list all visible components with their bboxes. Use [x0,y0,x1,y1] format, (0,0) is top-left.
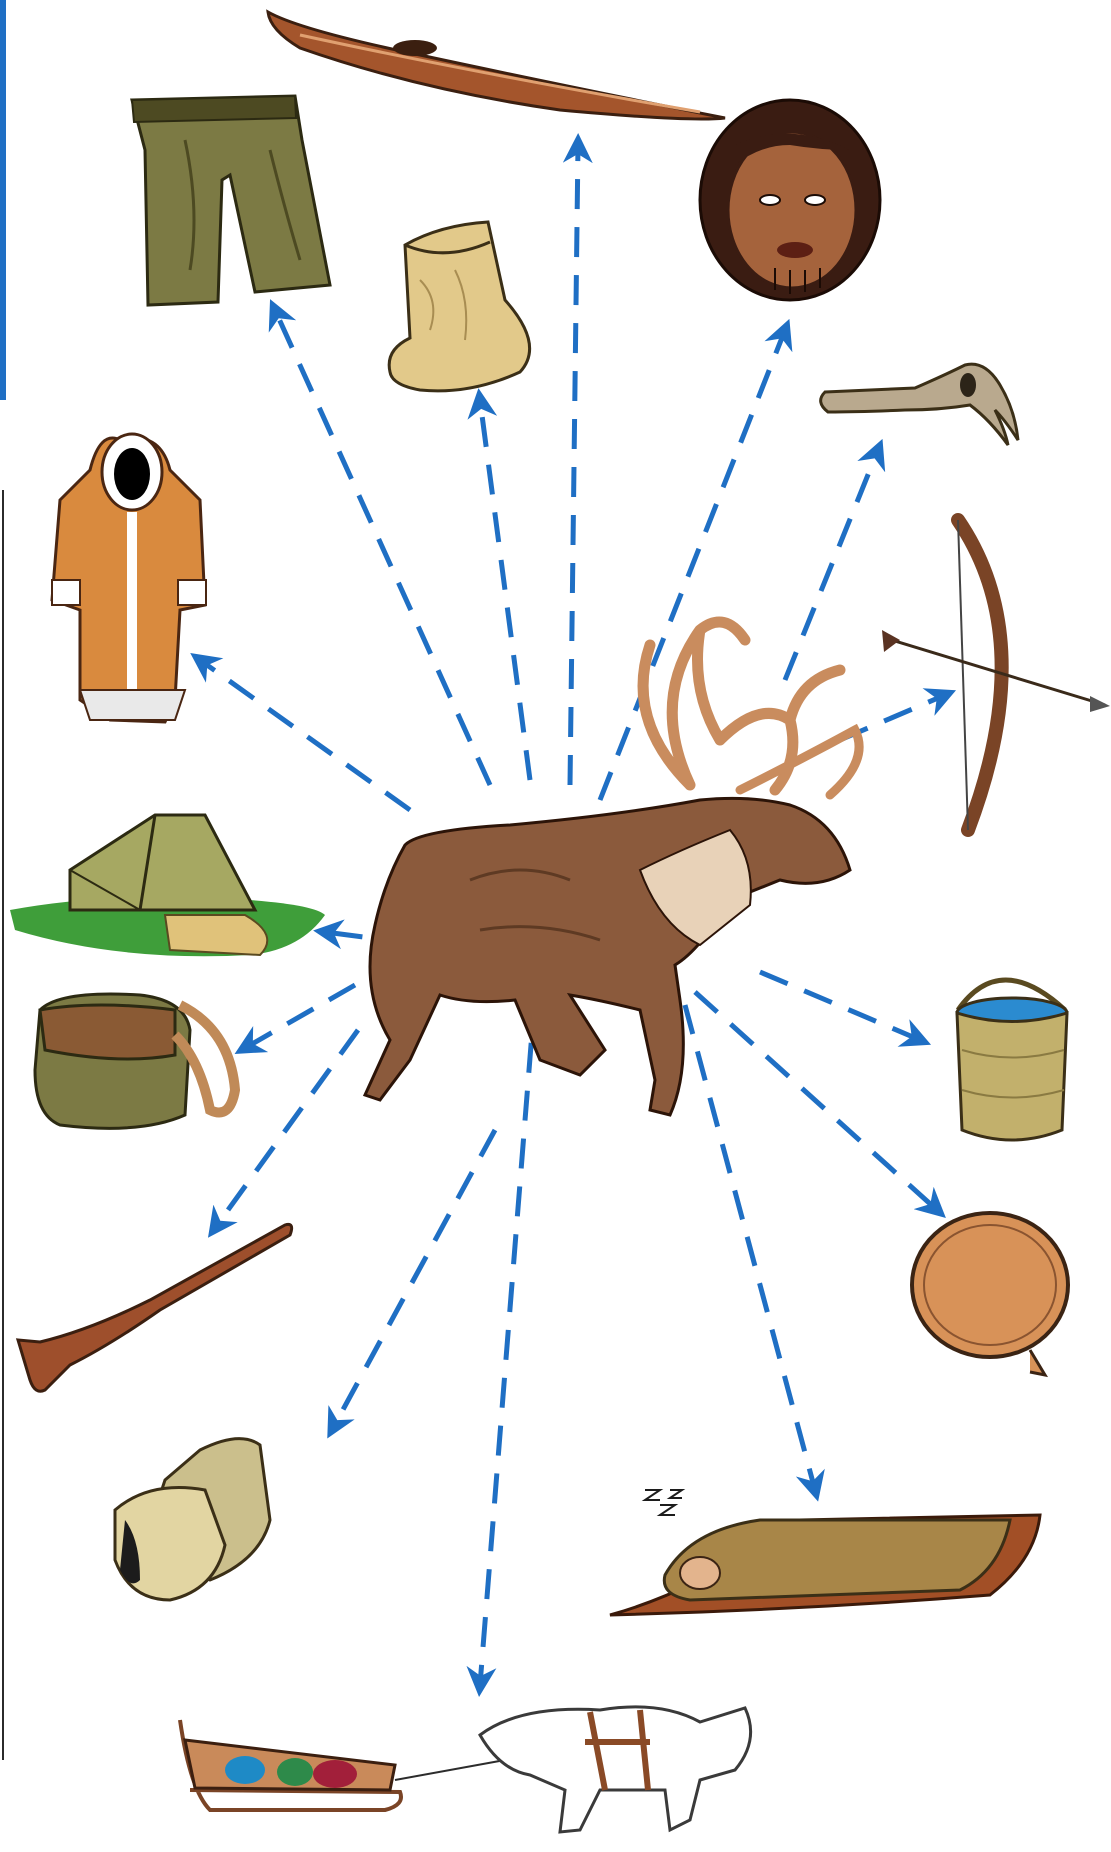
arrow-to-boot [480,400,530,780]
arrow-to-face [600,330,785,800]
rifle-icon [18,1224,292,1391]
boot-icon [389,222,529,391]
arrow-to-sleeping-bag [685,1005,815,1490]
bag-icon [35,994,235,1128]
bow-icon [882,520,1110,830]
arrow-to-drum [695,992,937,1210]
face-icon [700,100,880,300]
arrow-to-dog-sled [480,995,535,1685]
bucket-icon [957,980,1067,1140]
tent-icon [10,815,325,956]
arrow-to-bag [245,985,355,1048]
arrow-to-scraper [785,450,878,680]
dog-sled-icon [180,1707,751,1832]
arrow-to-kayak [570,145,578,785]
sleeping-bag-icon [610,1490,1040,1615]
kayak-icon [268,12,725,119]
arrow-to-parka [200,660,410,810]
mittens-icon [115,1439,270,1600]
caribou-icon [365,622,859,1115]
pants-icon [132,96,330,305]
arrow-to-mittens [333,1130,495,1428]
scraper-icon [821,364,1018,445]
drum-icon [912,1213,1068,1375]
arrow-to-rifle [215,1030,358,1228]
parka-icon [52,434,206,722]
arrow-to-bucket [760,972,920,1040]
